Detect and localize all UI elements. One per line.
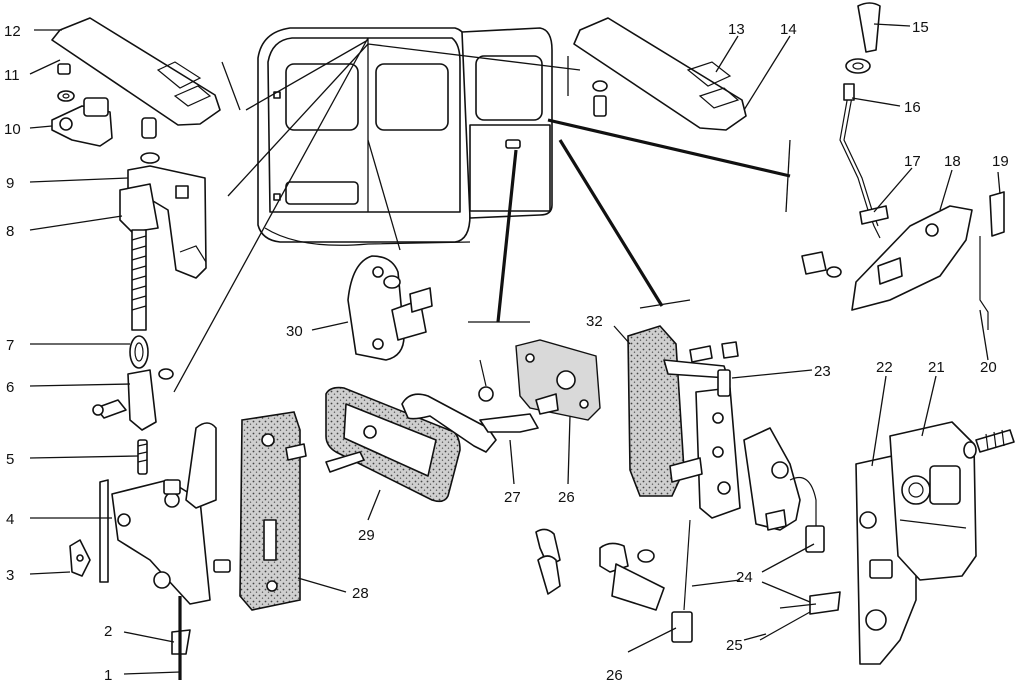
callout-30: 29 xyxy=(358,527,375,544)
callout-7: 7 xyxy=(6,337,14,354)
callout-4: 4 xyxy=(6,511,14,528)
part-3-clip xyxy=(69,539,91,577)
part-13-14-hinge-shim xyxy=(573,17,747,131)
part-30-handle-housing xyxy=(325,386,461,503)
part-19-20-rod xyxy=(979,191,1005,330)
part-29-escutcheon xyxy=(239,411,307,611)
part-2-1-striker-rod xyxy=(171,596,191,680)
callouts: 12 11 10 9 8 7 6 5 4 3 2 1 28 29 30 27 2… xyxy=(4,19,1009,684)
callout-23: 23 xyxy=(814,363,831,380)
part-10-hinge-bracket xyxy=(51,97,113,147)
leader-lines xyxy=(173,37,791,393)
van-rear-doors xyxy=(257,27,553,246)
callout-16: 16 xyxy=(904,99,921,116)
part-4-latch-assembly xyxy=(99,422,231,605)
part-12-hinge-shim xyxy=(51,17,221,126)
callout-8: 8 xyxy=(6,223,14,240)
callout-3: 3 xyxy=(6,567,14,584)
part-24-linkage xyxy=(743,427,841,615)
callout-14: 14 xyxy=(780,21,797,38)
callout-25: 25 xyxy=(726,637,743,654)
callout-19: 19 xyxy=(992,153,1009,170)
part-21-latch-housing xyxy=(889,421,977,581)
part-17-clip xyxy=(859,205,889,225)
callout-11: 11 xyxy=(4,67,20,84)
callout-20: 20 xyxy=(980,359,997,376)
callout-29: 28 xyxy=(352,585,369,602)
callout-17: 17 xyxy=(904,153,921,170)
callout-5: 5 xyxy=(6,451,14,468)
part-27-remote-bracket xyxy=(515,339,601,421)
callout-18: 18 xyxy=(944,153,961,170)
bolt-washer-right xyxy=(801,251,842,278)
callout-6: 6 xyxy=(6,379,14,396)
callout-27: 26 xyxy=(558,489,575,506)
callout-28: 27 xyxy=(504,489,521,506)
part-23-lock-bracket xyxy=(669,369,741,519)
latch-screw xyxy=(963,429,1015,459)
part-25-rod xyxy=(759,611,811,641)
part-7-threaded-rod xyxy=(129,229,149,369)
callout-12: 12 xyxy=(4,23,21,40)
part-9-bolt-washer xyxy=(140,117,160,164)
part-31-hinge-plate xyxy=(347,255,433,361)
callout-31: 30 xyxy=(286,323,303,340)
part-5-pin xyxy=(137,439,148,475)
part-32-outer-handle xyxy=(627,325,739,497)
callout-2: 2 xyxy=(104,623,112,640)
part-8-9-hinge-housing xyxy=(119,165,207,279)
callout-15: 15 xyxy=(912,19,929,36)
callout-24a: 24 xyxy=(736,569,753,586)
part-11-bolt xyxy=(57,63,75,102)
callout-21: 21 xyxy=(928,359,945,376)
callout-9: 9 xyxy=(6,175,14,192)
callout-1: 1 xyxy=(104,667,112,684)
keys xyxy=(535,528,561,595)
callout-10: 10 xyxy=(4,121,21,138)
part-26-lock-cylinder xyxy=(599,519,693,643)
part-6-clevis xyxy=(92,368,174,431)
part-28-inner-handle xyxy=(401,359,539,453)
part-15-lock-knob xyxy=(845,2,881,74)
callout-32: 32 xyxy=(586,313,603,330)
callout-22: 22 xyxy=(876,359,893,376)
callout-26: 26 xyxy=(606,667,623,684)
part-18-striker-bracket xyxy=(851,205,973,311)
callout-13: 13 xyxy=(728,21,745,38)
